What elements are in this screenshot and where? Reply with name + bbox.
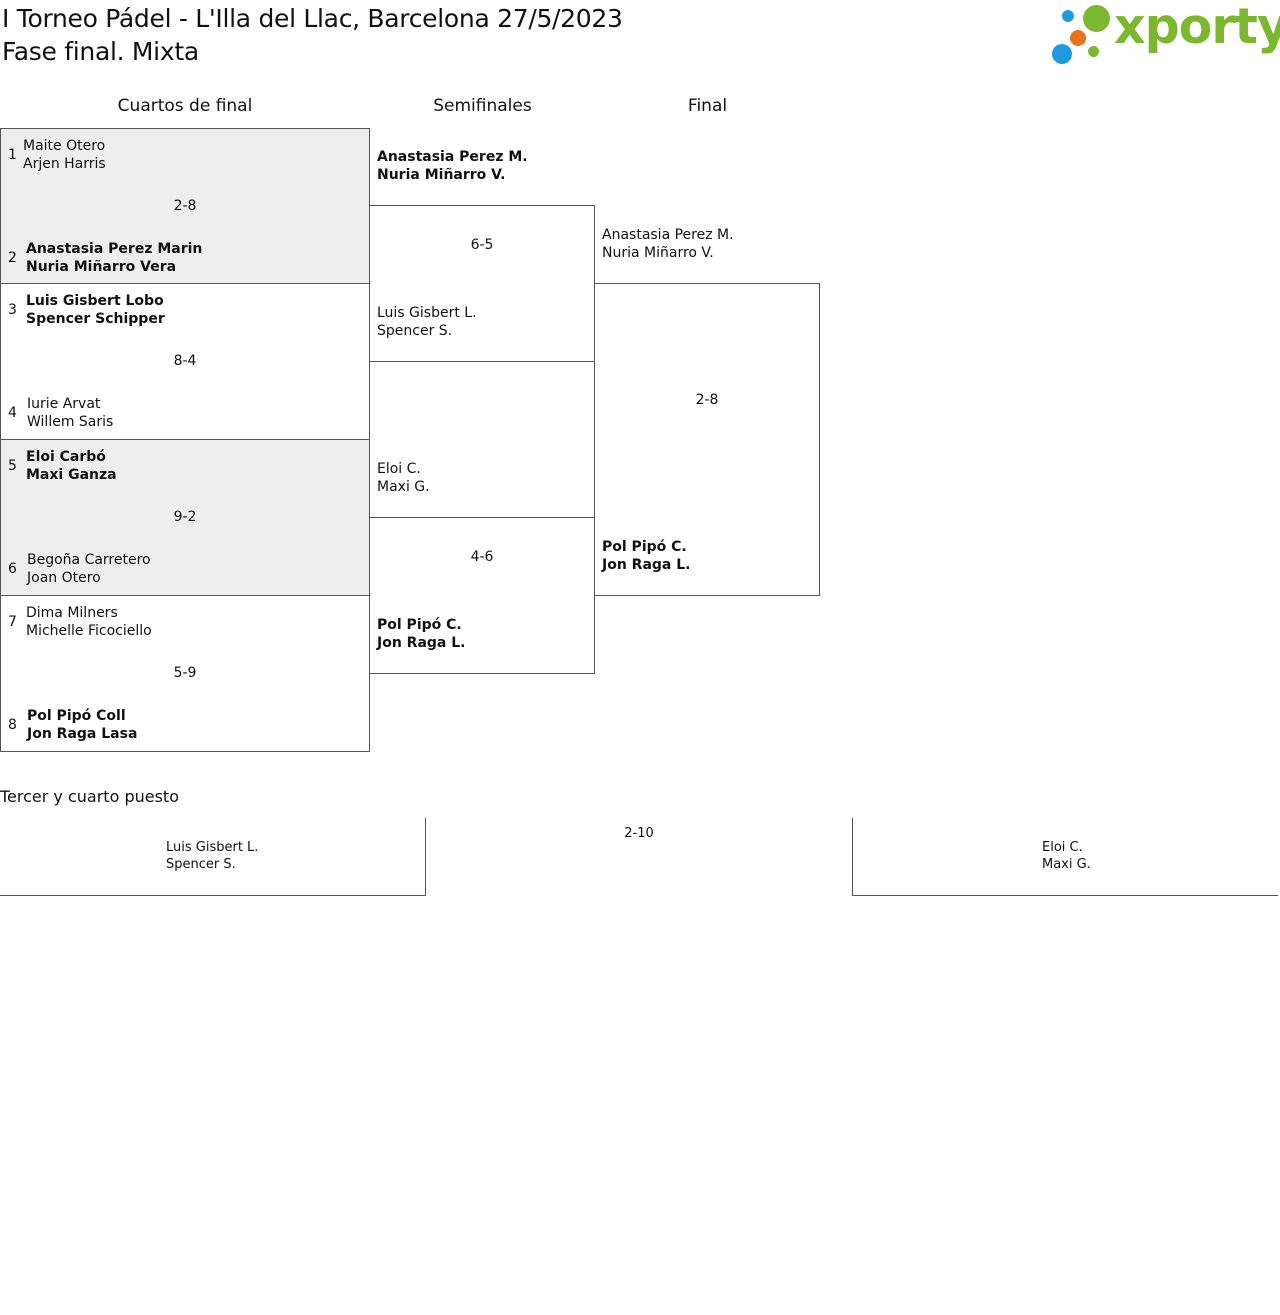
player-name: Luis Gisbert L. <box>377 305 477 321</box>
team-entry-winner: Luis Gisbert Lobo Spencer Schipper <box>26 292 165 328</box>
third-place-left-slot: Luis Gisbert L. Spencer S. <box>0 818 426 896</box>
semifinal-match-2: 4-6 Pol Pipó C. Jon Raga L. <box>369 517 595 674</box>
player-name: Begoña Carretero <box>27 552 151 568</box>
match-score: 6-5 <box>470 237 494 253</box>
seed-number: 8 <box>8 717 17 733</box>
player-name: Pol Pipó C. <box>377 617 462 633</box>
third-place-team-right: Eloi C. Maxi G. <box>1042 839 1091 873</box>
player-name: Eloi Carbó <box>26 449 106 465</box>
match-score: 4-6 <box>470 549 494 565</box>
column-header-final: Final <box>687 96 728 116</box>
team-entry: Dima Milners Michelle Ficociello <box>26 604 152 640</box>
semifinal-1-team-top: Anastasia Perez M. Nuria Miñarro V. <box>377 148 528 184</box>
player-name: Eloi C. <box>377 461 421 477</box>
column-header-semifinals: Semifinales <box>433 96 532 116</box>
logo-wordmark: xporty <box>1114 0 1280 55</box>
player-name: Luis Gisbert Lobo <box>26 293 164 309</box>
player-name: Spencer Schipper <box>26 311 165 327</box>
seed-number: 2 <box>8 250 17 266</box>
player-name: Eloi C. <box>1042 840 1083 855</box>
title-line-1: I Torneo Pádel - L'Illa del Llac, Barcel… <box>2 4 623 33</box>
quarterfinal-match-2: 3 Luis Gisbert Lobo Spencer Schipper 8-4… <box>0 283 370 440</box>
logo-dot-icon <box>1062 10 1074 22</box>
match-score: 5-9 <box>173 665 197 681</box>
semifinal-2-team-top: Eloi C. Maxi G. <box>377 460 430 496</box>
logo-dot-icon <box>1052 44 1072 64</box>
player-name: Dima Milners <box>26 605 118 621</box>
player-name: Arjen Harris <box>23 156 106 172</box>
seed-number: 5 <box>8 458 17 474</box>
semifinal-match-1: 6-5 Luis Gisbert L. Spencer S. <box>369 205 595 362</box>
seed-number: 1 <box>8 147 17 163</box>
player-name: Willem Saris <box>27 414 114 430</box>
player-name: Jon Raga L. <box>602 557 691 573</box>
player-name: Pol Pipó C. <box>602 539 687 555</box>
player-name: Maxi G. <box>377 479 430 495</box>
match-score: 9-2 <box>173 509 197 525</box>
third-place-right-slot: Eloi C. Maxi G. <box>852 818 1278 896</box>
xporty-logo[interactable]: xporty <box>1052 0 1280 66</box>
team-entry-winner: Anastasia Perez Marin Nuria Miñarro Vera <box>26 240 202 276</box>
player-name: Jon Raga Lasa <box>27 726 138 742</box>
match-score: 8-4 <box>173 353 197 369</box>
seed-number: 4 <box>8 405 17 421</box>
final-team-top: Anastasia Perez M. Nuria Miñarro V. <box>602 226 734 262</box>
player-name: Maite Otero <box>23 138 106 154</box>
third-place-team-left: Luis Gisbert L. Spencer S. <box>166 839 258 873</box>
semifinal-2-team-bottom: Pol Pipó C. Jon Raga L. <box>377 616 465 652</box>
semifinal-1-team-bottom: Luis Gisbert L. Spencer S. <box>377 304 477 340</box>
player-name: Spencer S. <box>166 857 236 872</box>
player-name: Joan Otero <box>27 570 101 586</box>
player-name: Spencer S. <box>377 323 453 339</box>
third-place-score: 2-10 <box>624 826 654 841</box>
player-name: Jon Raga L. <box>377 635 466 651</box>
player-name: Anastasia Perez Marin <box>26 241 203 257</box>
third-place-title: Tercer y cuarto puesto <box>0 787 179 806</box>
quarterfinal-match-4: 7 Dima Milners Michelle Ficociello 5-9 8… <box>0 595 370 752</box>
player-name: Pol Pipó Coll <box>27 708 126 724</box>
logo-dot-icon <box>1088 46 1099 57</box>
quarterfinal-match-3: 5 Eloi Carbó Maxi Ganza 9-2 6 Begoña Car… <box>0 439 370 596</box>
logo-dot-icon <box>1070 30 1086 46</box>
seed-number: 3 <box>8 302 17 318</box>
page-title: I Torneo Pádel - L'Illa del Llac, Barcel… <box>2 2 623 68</box>
column-header-quarterfinals: Cuartos de final <box>117 96 253 116</box>
seed-number: 7 <box>8 614 17 630</box>
team-entry-winner: Pol Pipó Coll Jon Raga Lasa <box>27 707 137 743</box>
player-name: Iurie Arvat <box>27 396 101 412</box>
player-name: Nuria Miñarro V. <box>377 167 506 183</box>
player-name: Michelle Ficociello <box>26 623 152 639</box>
player-name: Luis Gisbert L. <box>166 840 259 855</box>
title-line-2: Fase final. Mixta <box>2 37 199 66</box>
player-name: Nuria Miñarro V. <box>602 245 714 261</box>
match-score: 2-8 <box>695 392 719 408</box>
match-score: 2-8 <box>173 198 197 214</box>
player-name: Nuria Miñarro Vera <box>26 259 177 275</box>
player-name: Anastasia Perez M. <box>602 227 734 243</box>
seed-number: 6 <box>8 561 17 577</box>
final-team-bottom: Pol Pipó C. Jon Raga L. <box>602 538 690 574</box>
final-match: 2-8 Pol Pipó C. Jon Raga L. <box>594 283 820 596</box>
logo-dot-icon <box>1083 5 1110 32</box>
team-entry: Maite Otero Arjen Harris <box>23 137 106 173</box>
team-entry: Iurie Arvat Willem Saris <box>27 395 113 431</box>
team-entry: Begoña Carretero Joan Otero <box>27 551 151 587</box>
quarterfinal-match-1: 1 Maite Otero Arjen Harris 2-8 2 Anastas… <box>0 128 370 284</box>
player-name: Maxi G. <box>1042 857 1091 872</box>
team-entry-winner: Eloi Carbó Maxi Ganza <box>26 448 117 484</box>
player-name: Anastasia Perez M. <box>377 149 528 165</box>
player-name: Maxi Ganza <box>26 467 117 483</box>
